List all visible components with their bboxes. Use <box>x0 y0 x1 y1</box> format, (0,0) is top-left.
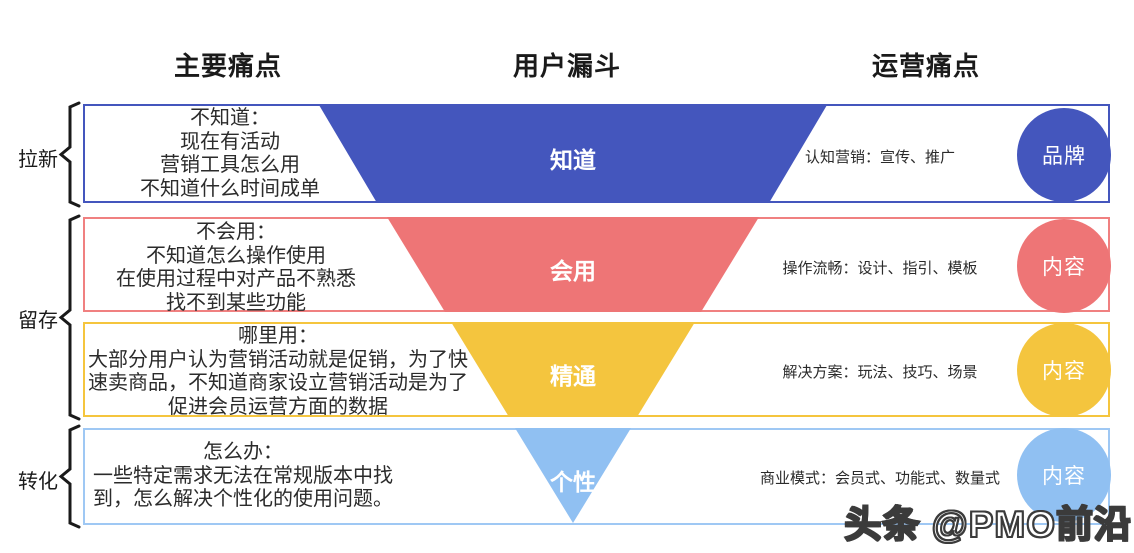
pain-text-row-3: 哪里用： 大部分用户认为营销活动就是促销，为了快 速卖商品，不知道商家设立营销活… <box>88 325 468 418</box>
circle-badge-content-3: 内容 <box>1017 428 1111 522</box>
circle-badge-content-1: 内容 <box>1017 219 1111 313</box>
bracket-conversion <box>58 424 81 529</box>
pain-text-row-1: 不知道： 现在有活动 营销工具怎么用 不知道什么时间成单 <box>140 107 320 200</box>
funnel-label-know: 知道 <box>550 147 596 173</box>
ops-text-row-3: 解决方案：玩法、技巧、场景 <box>782 364 978 381</box>
funnel-label-can-use: 会用 <box>550 258 596 284</box>
ops-text-row-4: 商业模式：会员式、功能式、数量式 <box>759 470 1000 487</box>
stage-label-acquisition: 拉新 <box>18 149 58 171</box>
ops-text-row-1: 认知营销：宣传、推广 <box>804 149 955 166</box>
funnel-label-master: 精通 <box>550 363 596 389</box>
watermark: 头条 @PMO前沿 <box>843 503 1132 546</box>
ops-text-row-2: 操作流畅：设计、指引、模板 <box>782 260 978 277</box>
pain-text-row-4: 怎么办： 一些特定需求无法在常规版本中找 到，怎么解决个性化的使用问题。 <box>93 441 393 510</box>
pain-text-row-2: 不会用： 不知道怎么操作使用 在使用过程中对产品不熟悉 找不到某些功能 <box>116 221 356 314</box>
bracket-retention <box>58 214 81 421</box>
circle-badge-brand: 品牌 <box>1017 108 1111 202</box>
stage-label-conversion: 转化 <box>18 471 58 493</box>
header-operation-pain-points: 运营痛点 <box>871 51 980 81</box>
circle-badge-content-2: 内容 <box>1017 323 1111 417</box>
bracket-acquisition <box>58 101 81 208</box>
header-user-funnel: 用户漏斗 <box>512 51 621 81</box>
header-main-pain-points: 主要痛点 <box>173 51 282 81</box>
stage-label-retention: 留存 <box>18 310 58 332</box>
funnel-label-personal: 个性 <box>550 469 596 495</box>
